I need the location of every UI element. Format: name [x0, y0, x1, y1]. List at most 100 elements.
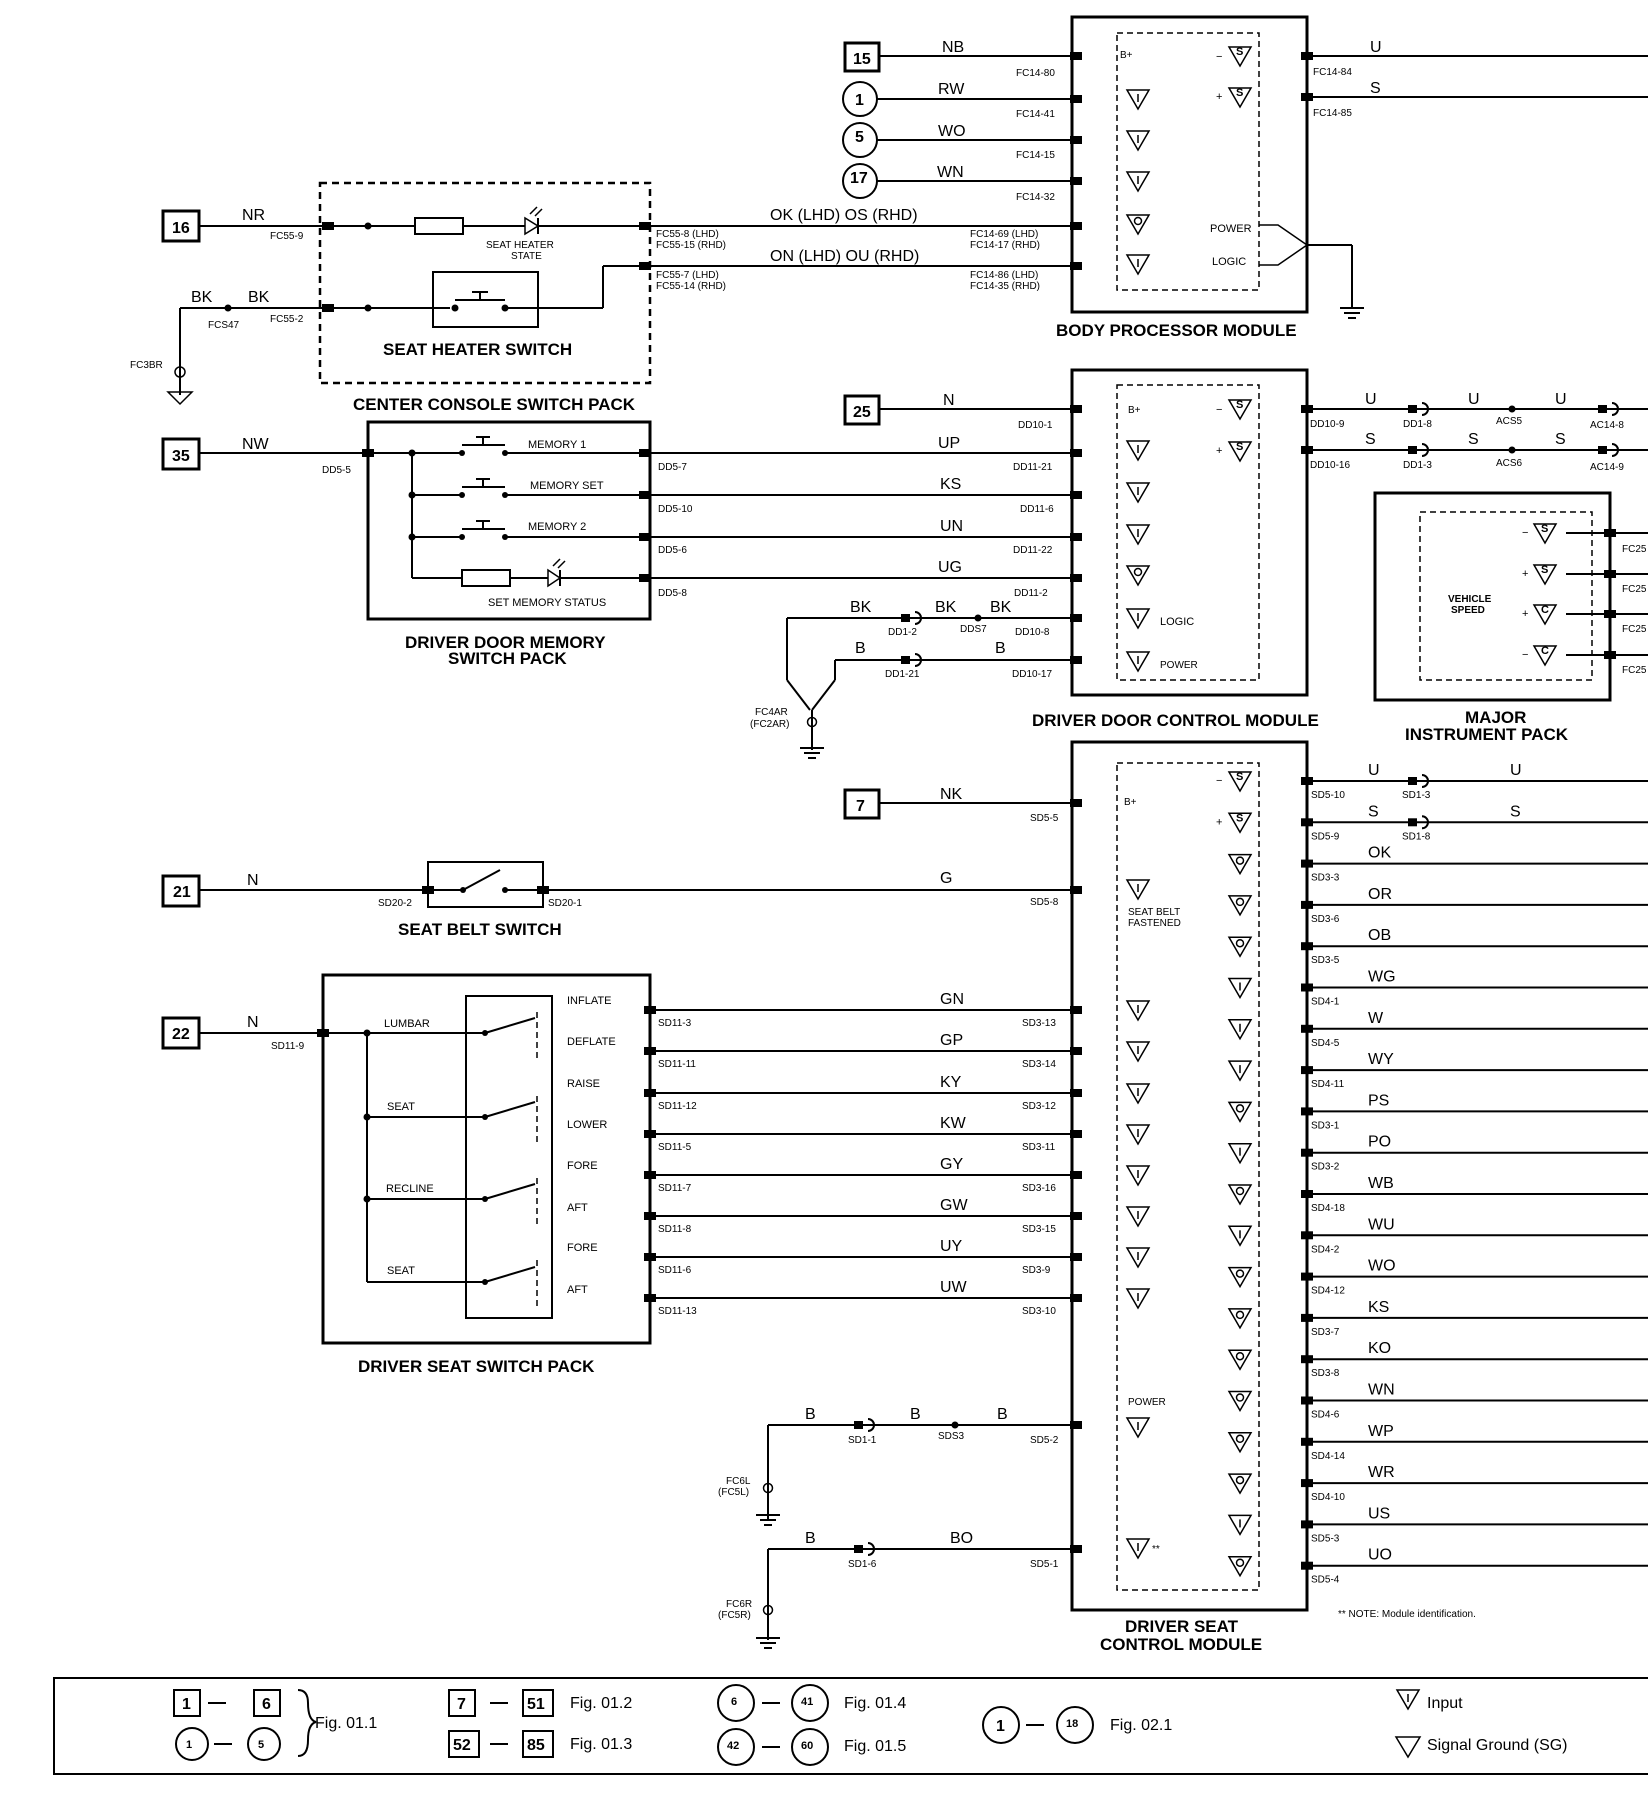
svg-text:BK: BK — [935, 599, 957, 616]
svg-text:S: S — [1468, 431, 1479, 448]
svg-text:LOGIC: LOGIC — [1160, 616, 1194, 628]
wire-color-label: WB — [1368, 1175, 1394, 1192]
svg-text:ON (LHD) OU (RHD): ON (LHD) OU (RHD) — [770, 248, 919, 265]
input-icon — [1396, 1689, 1420, 1710]
svg-text:Signal Ground (SG): Signal Ground (SG) — [1427, 1737, 1568, 1754]
svg-text:+: + — [1522, 608, 1528, 620]
svg-text:VEHICLE: VEHICLE — [1448, 594, 1492, 605]
svg-text:FC14-35 (RHD): FC14-35 (RHD) — [970, 281, 1040, 292]
svg-text:SD1-1: SD1-1 — [848, 1435, 877, 1446]
input-icon — [1228, 977, 1252, 999]
svg-text:(FC2AR): (FC2AR) — [750, 719, 789, 730]
center-console-switch-pack: 16 NR FC55-9 SEAT HEATER STATE SEAT HEAT… — [130, 181, 652, 414]
svg-text:+: + — [1522, 568, 1528, 580]
svg-text:FC14-15: FC14-15 — [1016, 150, 1055, 161]
svg-text:FC25: FC25 — [1622, 584, 1647, 595]
svg-text:25: 25 — [853, 404, 871, 421]
svg-text:FC6R: FC6R — [726, 1599, 752, 1610]
svg-text:60: 60 — [801, 1740, 813, 1752]
svg-text:G: G — [940, 870, 952, 887]
svg-text:FC55-2: FC55-2 — [270, 314, 304, 325]
input-icon — [1126, 1247, 1150, 1268]
bpm-output-wires: U FC14-84 S FC14-85 — [1301, 39, 1648, 119]
pin-label: SD3-6 — [1311, 914, 1340, 925]
pin-label: SD5-9 — [1311, 831, 1340, 842]
input-icon — [1126, 89, 1150, 110]
wire-color-label: GW — [940, 1197, 968, 1214]
wire-color-label: OB — [1368, 927, 1391, 944]
ddcm-title: DRIVER DOOR CONTROL MODULE — [1032, 711, 1319, 730]
svg-text:DDS7: DDS7 — [960, 624, 987, 635]
svg-text:SEAT BELT: SEAT BELT — [1128, 907, 1180, 918]
wire-color-label: GP — [940, 1032, 963, 1049]
svg-text:INSTRUMENT PACK: INSTRUMENT PACK — [1405, 725, 1569, 744]
ddcm-ground-wires: BK BK BK DD1-2 DDS7 DD10-8 B B DD1-21 DD… — [750, 599, 1082, 759]
wire-color-label: OK — [1368, 845, 1391, 862]
svg-text:DEFLATE: DEFLATE — [567, 1036, 616, 1048]
svg-text:6: 6 — [262, 1696, 271, 1713]
svg-text:POWER: POWER — [1128, 1397, 1166, 1408]
output-icon — [1228, 936, 1252, 957]
svg-text:NB: NB — [942, 39, 964, 56]
input-icon — [1126, 879, 1150, 900]
wire-color-label: WO — [1368, 1258, 1396, 1275]
pin-label: SD3-1 — [1311, 1120, 1340, 1131]
svg-text:SDS3: SDS3 — [938, 1431, 965, 1442]
svg-text:6: 6 — [731, 1696, 737, 1708]
svg-text:DD1-8: DD1-8 — [1403, 419, 1432, 430]
svg-text:MEMORY 2: MEMORY 2 — [528, 521, 586, 533]
wire-color-label: WG — [1368, 969, 1396, 986]
svg-text:DD10-1: DD10-1 — [1018, 420, 1053, 431]
pin-label: SD11-8 — [658, 1224, 692, 1235]
svg-text:LUMBAR: LUMBAR — [384, 1018, 430, 1030]
wire-color-label: KY — [940, 1074, 962, 1091]
pin-label: SD3-8 — [1311, 1368, 1340, 1379]
memory-pack-title-1: DRIVER DOOR MEMORY — [405, 633, 606, 652]
svg-text:CONTROL MODULE: CONTROL MODULE — [1100, 1635, 1262, 1654]
output-icon — [1228, 895, 1252, 916]
svg-text:Fig. 01.3: Fig. 01.3 — [570, 1736, 632, 1753]
pin-label: SD3-7 — [1311, 1327, 1340, 1338]
svg-text:UG: UG — [938, 559, 962, 576]
svg-text:−: − — [1216, 775, 1222, 787]
pin-label: SD4-14 — [1311, 1451, 1345, 1462]
major-instrument-pack: VEHICLE SPEED −+ +− FC25 FC25 FC25 FC25 … — [1373, 491, 1648, 744]
svg-text:+: + — [1216, 445, 1222, 457]
svg-text:SD20-2: SD20-2 — [378, 898, 412, 909]
bpm-title: BODY PROCESSOR MODULE — [1056, 321, 1297, 340]
pin-label: SD3-11 — [1022, 1142, 1056, 1153]
svg-text:FC3BR: FC3BR — [130, 360, 163, 371]
heater-to-bpm-wires: OK (LHD) OS (RHD) FC55-8 (LHD) FC55-15 (… — [651, 207, 1082, 292]
svg-text:S: S — [1365, 431, 1376, 448]
pin-label: SD3-13 — [1022, 1018, 1056, 1029]
svg-text:1: 1 — [996, 1718, 1005, 1735]
svg-text:DD5-5: DD5-5 — [322, 465, 351, 476]
wire-color-label: U — [1510, 762, 1522, 779]
input-icon — [1126, 1124, 1150, 1145]
pin-label: SD5-3 — [1311, 1533, 1340, 1544]
svg-text:SPEED: SPEED — [1451, 605, 1485, 616]
svg-text:Fig. 01.1: Fig. 01.1 — [315, 1715, 377, 1732]
svg-text:FC14-69 (LHD): FC14-69 (LHD) — [970, 229, 1038, 240]
svg-text:WN: WN — [937, 164, 964, 181]
svg-text:S: S — [1555, 431, 1566, 448]
svg-text:RECLINE: RECLINE — [386, 1183, 434, 1195]
svg-text:FC25: FC25 — [1622, 665, 1647, 676]
input-icon — [1126, 171, 1150, 192]
driver-seat-switch-pack: 22 N SD11-9 LUMBAR SEAT RECLINE SEAT INF… — [161, 973, 652, 1376]
svg-text:FC55-14 (RHD): FC55-14 (RHD) — [656, 281, 726, 292]
ddcm-output-wires: U U U DD10-9 DD1-8 ACS5 AC14-8 S S S DD1… — [1301, 391, 1648, 473]
output-icon — [1228, 1266, 1252, 1288]
pin-label: SD3-2 — [1311, 1162, 1340, 1173]
memory-switch-1: MEMORY 1 — [459, 436, 645, 456]
svg-text:21: 21 — [173, 884, 191, 901]
svg-text:35: 35 — [172, 448, 190, 465]
driver-door-memory-switch-pack: 35 NW DD5-5 MEMORY 1 MEMORY SET MEMORY 2… — [161, 420, 652, 668]
input-icon — [1228, 1225, 1252, 1247]
svg-text:MAJOR: MAJOR — [1465, 708, 1526, 727]
pin-label: SD4-1 — [1311, 997, 1340, 1008]
svg-text:Fig. 02.1: Fig. 02.1 — [1110, 1717, 1172, 1734]
svg-text:52: 52 — [453, 1737, 471, 1754]
